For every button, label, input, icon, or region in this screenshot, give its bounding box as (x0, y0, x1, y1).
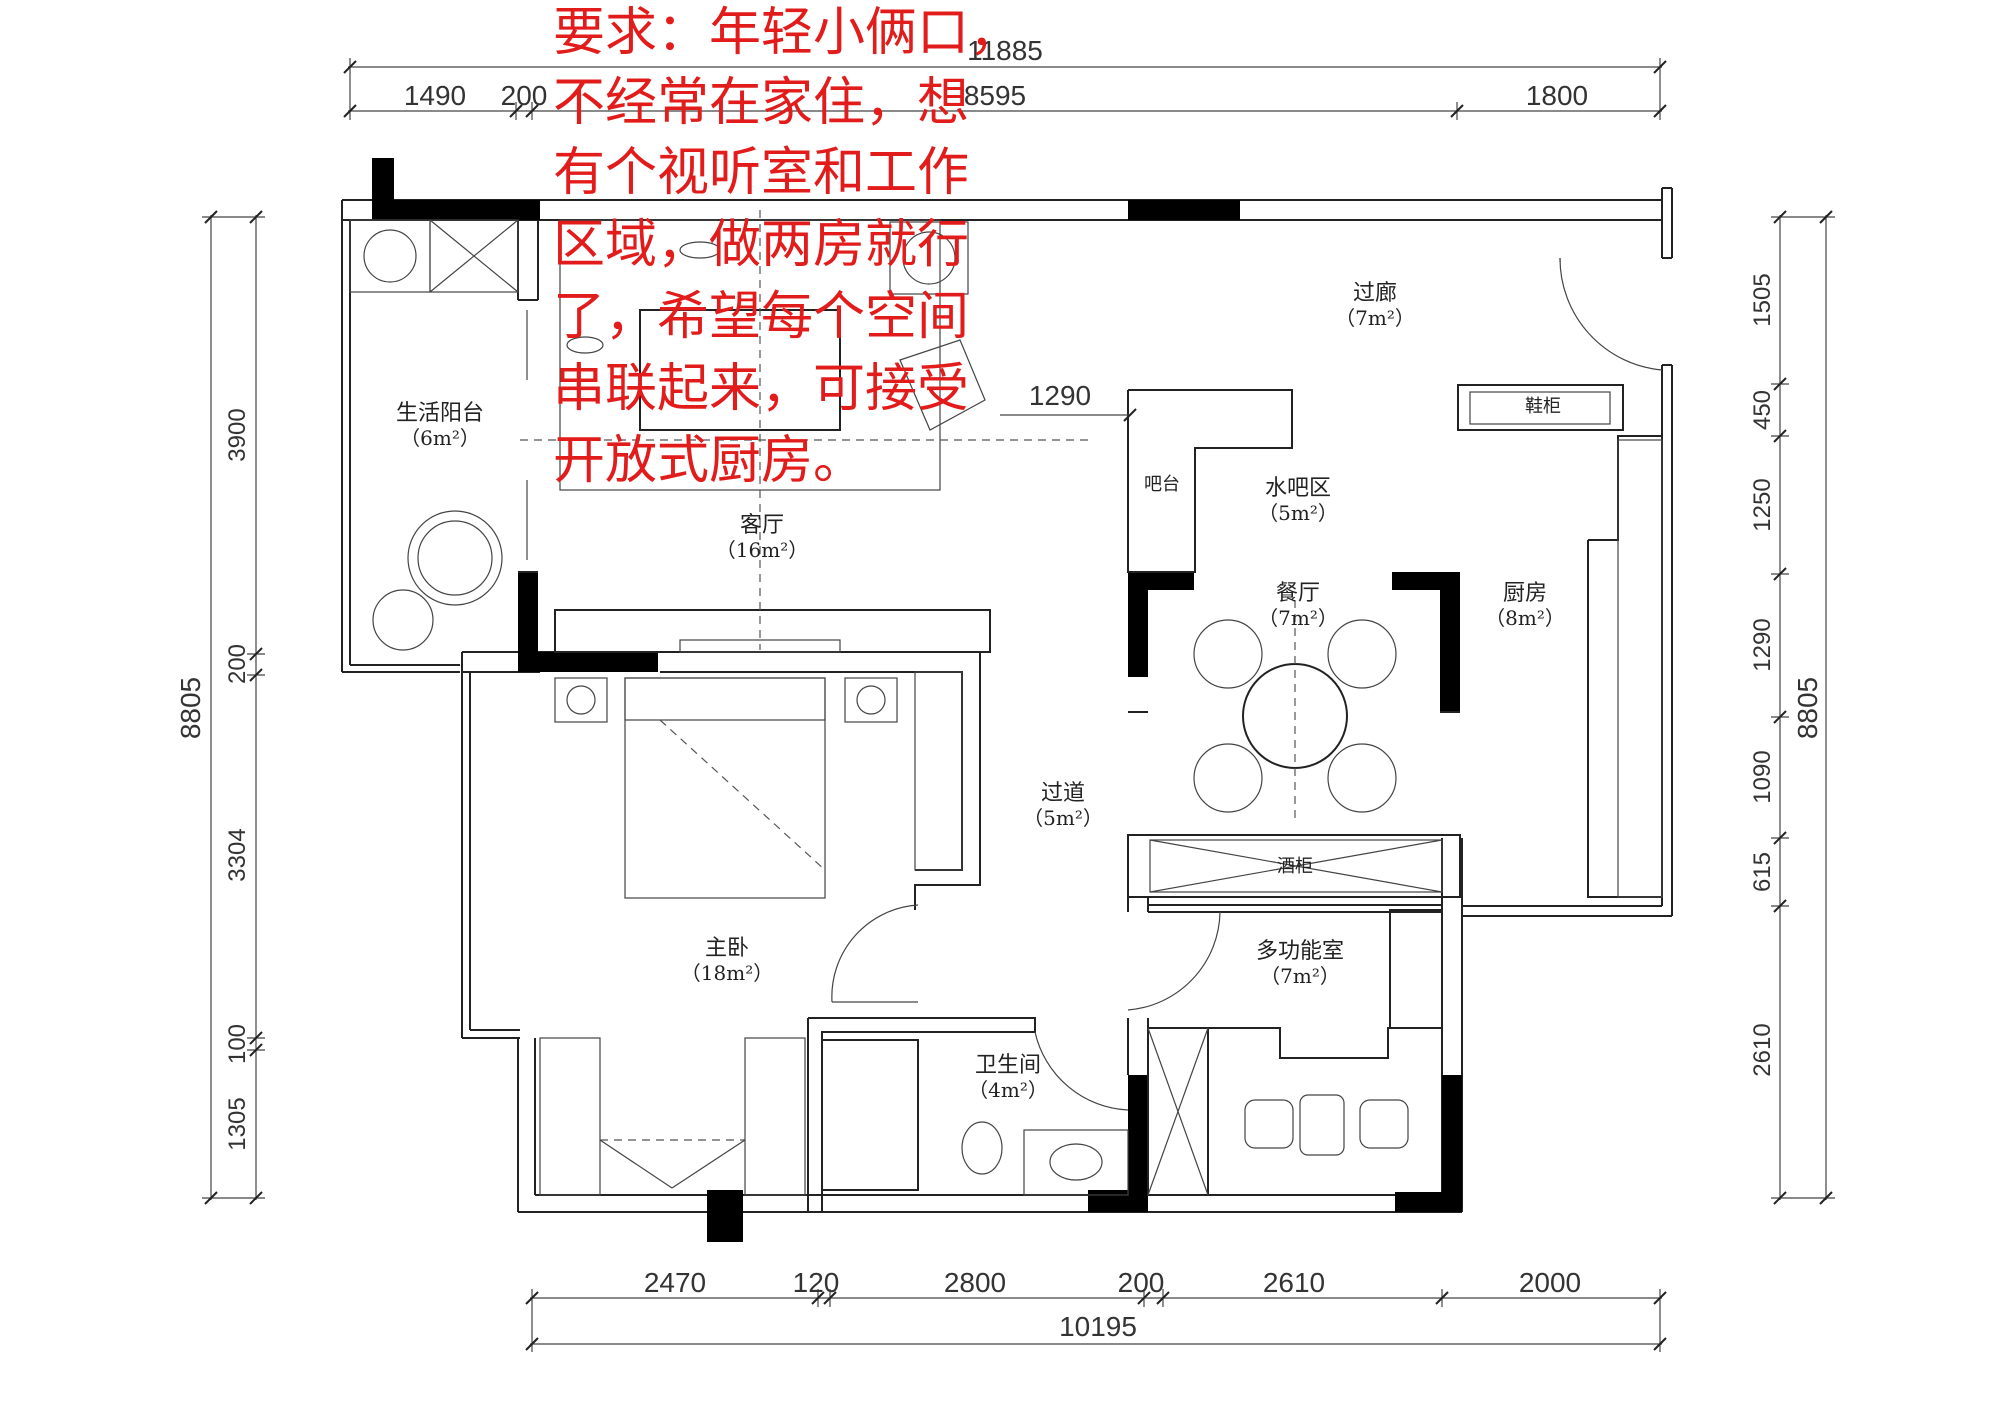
dim-bottom-1: 2470 (644, 1267, 706, 1298)
room-dining-area: （7m²） (1258, 606, 1338, 630)
dim-top-3: 8595 (964, 80, 1026, 111)
room-balcony-name: 生活阳台 (396, 401, 484, 426)
note-line-3: 有个视听室和工作 (553, 143, 969, 203)
dim-left-2: 200 (224, 644, 251, 684)
dim-top-1: 1490 (404, 80, 466, 111)
right-dimensions: 1505 450 1250 1290 1090 615 2610 8805 (1749, 210, 1835, 1205)
note-line-5: 了，希望每个空间 (553, 287, 969, 347)
dim-left-total: 8805 (175, 677, 206, 739)
dim-left-3: 3304 (224, 828, 251, 881)
dim-right-1: 1505 (1749, 273, 1776, 326)
room-multi-name: 多功能室 (1256, 939, 1344, 964)
bar-dimension: 1290 (1000, 380, 1137, 422)
dim-left-1: 3900 (224, 408, 251, 461)
room-bath-name: 卫生间 (975, 1053, 1041, 1078)
dim-right-3: 1250 (1749, 478, 1776, 531)
note-line-6: 串联起来，可接受 (553, 359, 969, 419)
client-requirements-note: 要求：年轻小俩口， 不经常在家住，想 有个视听室和工作 区域，做两房就行 了，希… (553, 3, 1021, 491)
note-line-2: 不经常在家住，想 (553, 73, 969, 133)
dim-bottom-3: 2800 (944, 1267, 1006, 1298)
dim-top-total: 11885 (967, 35, 1043, 66)
dim-bottom-5: 2610 (1263, 1267, 1325, 1298)
room-master-name: 主卧 (705, 936, 749, 961)
dim-right-5: 1090 (1749, 750, 1776, 803)
dim-right-7: 2610 (1749, 1023, 1776, 1076)
room-bath-area: （4m²） (968, 1078, 1048, 1102)
dim-bottom-2: 120 (793, 1267, 840, 1298)
room-dining-name: 餐厅 (1276, 581, 1320, 606)
room-multi-area: （7m²） (1260, 964, 1340, 988)
dim-bottom-6: 2000 (1519, 1267, 1581, 1298)
dim-right-total: 8805 (1792, 677, 1823, 739)
doors (831, 257, 1663, 1111)
bottom-dimensions: 2470 120 2800 200 2610 2000 10195 (525, 1267, 1667, 1352)
room-master-area: （18m²） (681, 961, 773, 985)
label-bar-counter: 吧台 (1144, 474, 1180, 495)
room-kitchen-area: （8m²） (1485, 606, 1565, 630)
label-shoe-cabinet: 鞋柜 (1525, 396, 1561, 417)
living-furniture (520, 210, 1090, 653)
top-dimensions: 11885 1490 200 8595 1800 (343, 35, 1667, 120)
room-balcony-area: （6m²） (400, 426, 480, 450)
dim-top-4: 1800 (1526, 80, 1588, 111)
balcony-furniture (349, 219, 528, 651)
room-water-bar-name: 水吧区 (1265, 476, 1331, 501)
note-line-4: 区域，做两房就行 (553, 215, 969, 275)
dim-left-4: 100 (224, 1024, 251, 1064)
bath-furniture (961, 1121, 1129, 1196)
dim-right-6: 615 (1749, 852, 1776, 892)
room-water-bar-area: （5m²） (1258, 501, 1338, 525)
dim-bar: 1290 (1029, 380, 1091, 411)
note-line-7: 开放式厨房。 (553, 431, 865, 491)
room-living-area: （16m²） (716, 538, 808, 562)
room-labels: 过廊 （7m²） 生活阳台 （6m²） 客厅 （16m²） 水吧区 （5m²） … (396, 281, 1565, 1102)
room-kitchen-name: 厨房 (1503, 581, 1547, 606)
left-dimensions: 8805 3900 200 3304 100 1305 (175, 210, 265, 1205)
dim-right-2: 450 (1749, 390, 1776, 430)
label-wine-cabinet: 酒柜 (1277, 856, 1313, 877)
dim-left-5: 1305 (224, 1097, 251, 1150)
dim-top-2: 200 (501, 80, 548, 111)
dim-bottom-total: 10195 (1059, 1311, 1137, 1342)
room-corridor-name: 过廊 (1353, 281, 1397, 306)
room-corridor-area: （7m²） (1335, 306, 1415, 330)
dining-furniture (1193, 600, 1397, 820)
multi-furniture (1244, 1094, 1409, 1156)
dim-bottom-4: 200 (1118, 1267, 1165, 1298)
room-passage-name: 过道 (1041, 781, 1085, 806)
structural-walls (372, 158, 1462, 1242)
room-living-name: 客厅 (740, 513, 784, 538)
bedroom-furniture (539, 671, 963, 1196)
dim-right-4: 1290 (1749, 618, 1776, 671)
room-passage-area: （5m²） (1023, 806, 1103, 830)
note-line-1: 要求：年轻小俩口， (553, 3, 1021, 63)
